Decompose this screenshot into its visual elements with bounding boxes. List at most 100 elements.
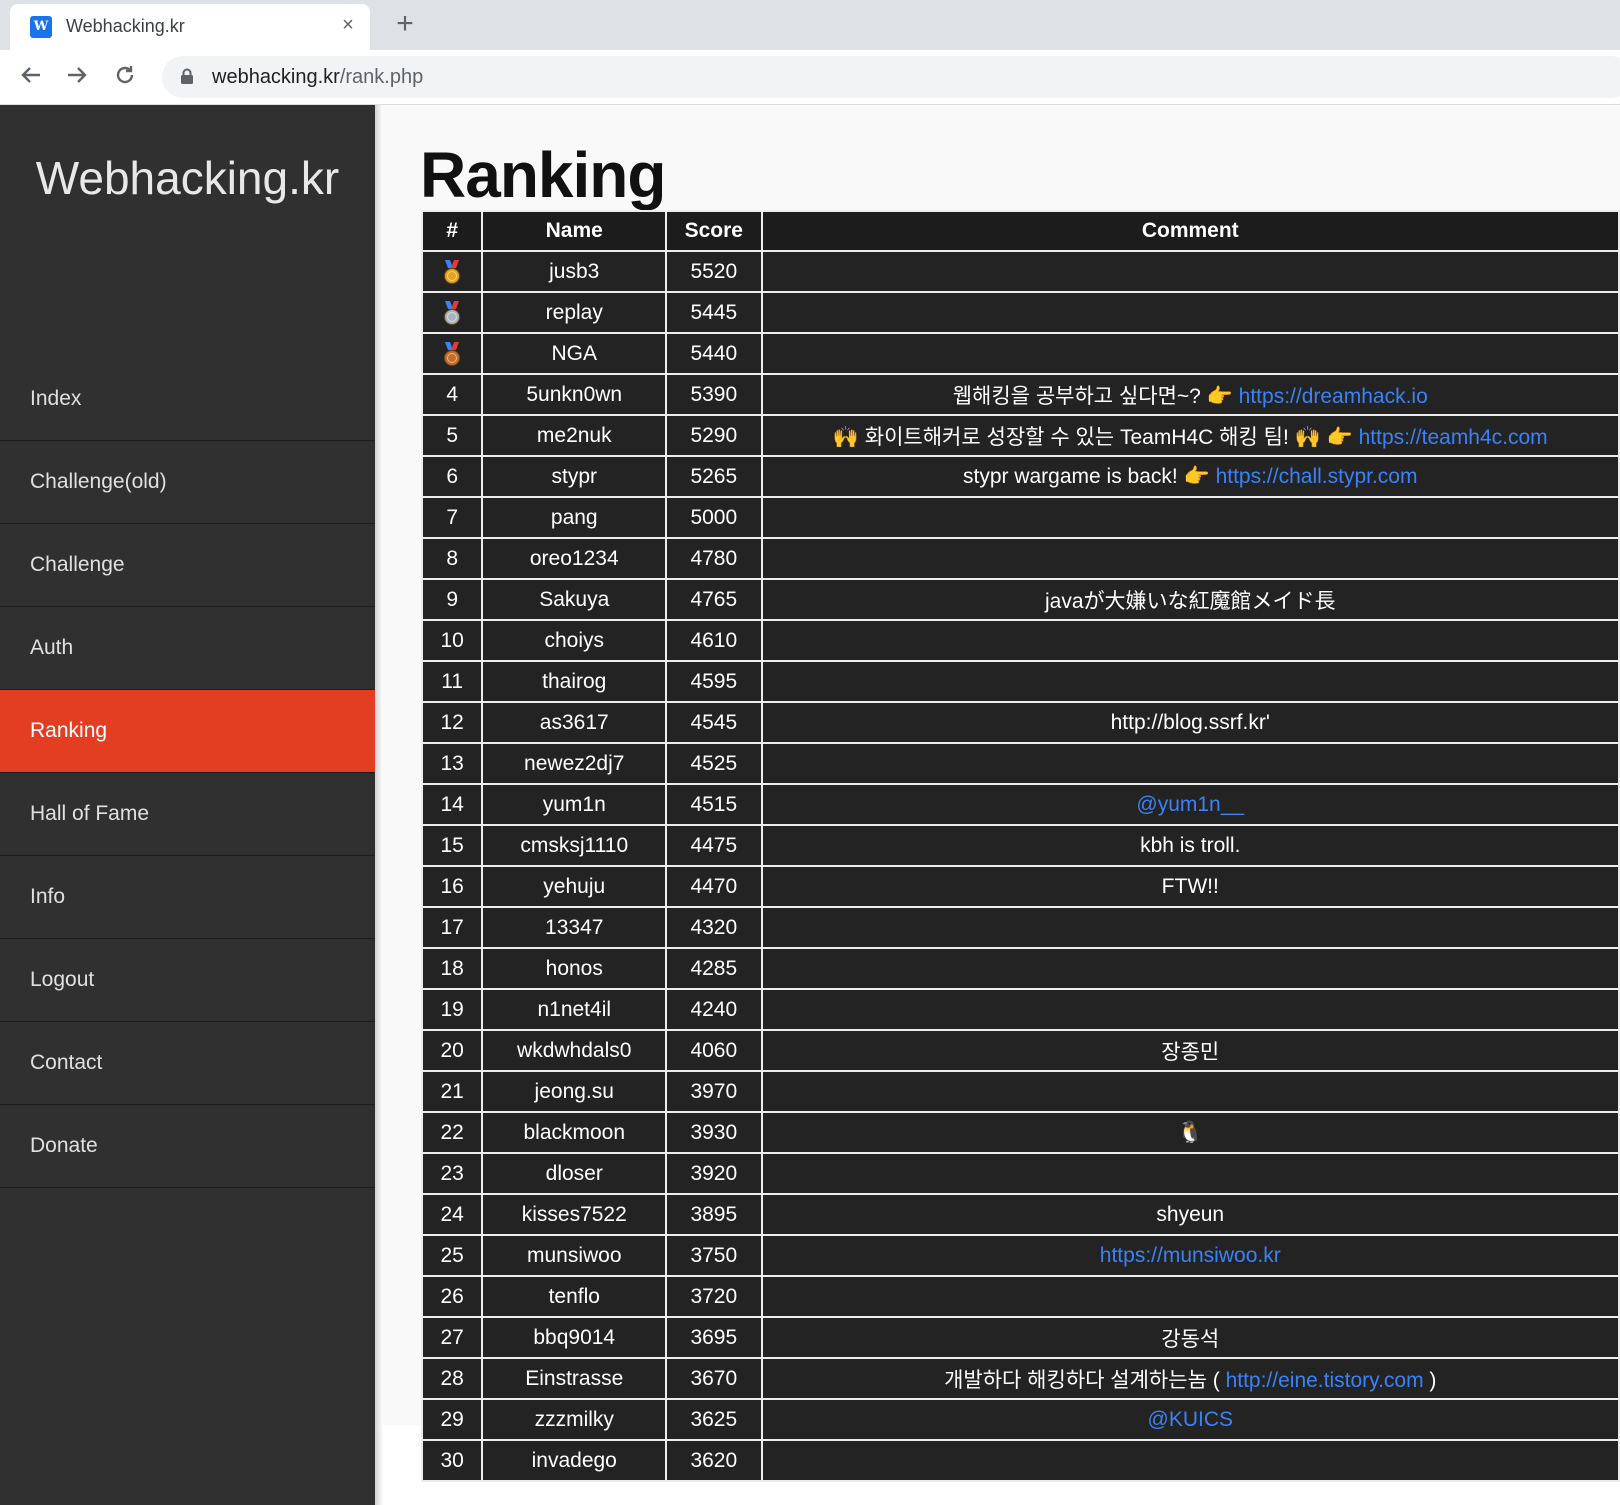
- score-cell: 4515: [665, 783, 763, 826]
- comment-text: FTW!!: [1161, 874, 1219, 898]
- rank-cell: [420, 291, 484, 334]
- comment-link[interactable]: https://dreamhack.io: [1238, 384, 1428, 408]
- name-cell: munsiwoo: [481, 1234, 668, 1277]
- comment-cell: [760, 496, 1620, 539]
- sidebar-item-index[interactable]: Index: [0, 358, 375, 441]
- reload-icon[interactable]: [108, 60, 142, 94]
- comment-link[interactable]: @yum1n__: [1136, 792, 1245, 816]
- browser-tab[interactable]: W Webhacking.kr ×: [10, 4, 370, 50]
- comment-cell: shyeun: [760, 1193, 1620, 1236]
- table-header-row: # Name Score Comment: [420, 210, 1620, 252]
- comment-cell: [760, 947, 1620, 990]
- comment-cell: [760, 1070, 1620, 1113]
- comment-cell: [760, 537, 1620, 580]
- name-cell: blackmoon: [481, 1111, 668, 1154]
- comment-cell: [760, 250, 1620, 293]
- rank-cell: 19: [420, 988, 484, 1031]
- comment-cell: 🐧: [760, 1111, 1620, 1154]
- sidebar-item-hall-of-fame[interactable]: Hall of Fame: [0, 773, 375, 856]
- name-cell: NGA: [481, 332, 668, 375]
- sidebar-item-contact[interactable]: Contact: [0, 1022, 375, 1105]
- comment-cell: [760, 1439, 1620, 1482]
- rank-cell: 20: [420, 1029, 484, 1072]
- name-cell: invadego: [481, 1439, 668, 1482]
- rank-cell: 26: [420, 1275, 484, 1318]
- score-cell: 5520: [665, 250, 763, 293]
- sidebar-item-info[interactable]: Info: [0, 856, 375, 939]
- score-cell: 4545: [665, 701, 763, 744]
- rank-cell: 14: [420, 783, 484, 826]
- score-cell: 4060: [665, 1029, 763, 1072]
- comment-text: 장종민: [1161, 1040, 1220, 1064]
- close-tab-icon[interactable]: ×: [342, 14, 354, 36]
- score-cell: 5390: [665, 373, 763, 416]
- score-cell: 3930: [665, 1111, 763, 1154]
- comment-cell: [760, 291, 1620, 334]
- sidebar-item-challenge-old[interactable]: Challenge(old): [0, 441, 375, 524]
- rank-cell: 12: [420, 701, 484, 744]
- rank-cell: [420, 332, 484, 375]
- score-cell: 4610: [665, 619, 763, 662]
- score-cell: 3895: [665, 1193, 763, 1236]
- score-cell: 5445: [665, 291, 763, 334]
- header-name: Name: [481, 210, 668, 252]
- comment-link[interactable]: https://chall.stypr.com: [1215, 464, 1418, 488]
- score-cell: 4780: [665, 537, 763, 580]
- name-cell: as3617: [481, 701, 668, 744]
- comment-link[interactable]: @KUICS: [1147, 1407, 1234, 1431]
- comment-text: javaが大嫌いな紅魔館メイド長: [1044, 589, 1336, 613]
- new-tab-button[interactable]: +: [396, 7, 414, 40]
- comment-link[interactable]: https://munsiwoo.kr: [1099, 1243, 1281, 1267]
- comment-text: 강동석: [1161, 1327, 1220, 1351]
- comment-cell: http://blog.ssrf.kr': [760, 701, 1620, 744]
- comment-cell: 장종민: [760, 1029, 1620, 1072]
- sidebar-item-donate[interactable]: Donate: [0, 1105, 375, 1188]
- score-cell: 4240: [665, 988, 763, 1031]
- comment-text: kbh is troll.: [1140, 833, 1241, 857]
- name-cell: replay: [481, 291, 668, 334]
- sidebar-item-ranking[interactable]: Ranking: [0, 690, 375, 773]
- back-arrow-icon[interactable]: [14, 60, 48, 94]
- name-cell: wkdwhdals0: [481, 1029, 668, 1072]
- sidebar-item-auth[interactable]: Auth: [0, 607, 375, 690]
- comment-text: ): [1423, 1368, 1437, 1392]
- lock-icon: [181, 68, 193, 84]
- name-cell: jeong.su: [481, 1070, 668, 1113]
- sidebar-item-challenge[interactable]: Challenge: [0, 524, 375, 607]
- sidebar-item-logout[interactable]: Logout: [0, 939, 375, 1022]
- rank-cell: 18: [420, 947, 484, 990]
- name-cell: bbq9014: [481, 1316, 668, 1359]
- address-bar[interactable]: webhacking.kr/rank.php: [162, 56, 1620, 98]
- rank-cell: 23: [420, 1152, 484, 1195]
- gold-medal-icon: [444, 259, 461, 284]
- rank-cell: 5: [420, 414, 484, 457]
- rank-cell: 17: [420, 906, 484, 949]
- rank-cell: 8: [420, 537, 484, 580]
- rank-cell: 25: [420, 1234, 484, 1277]
- comment-cell: stypr wargame is back! 👉 https://chall.s…: [760, 455, 1620, 498]
- score-cell: 3695: [665, 1316, 763, 1359]
- site-logo[interactable]: Webhacking.kr: [35, 152, 340, 204]
- comment-text: http://blog.ssrf.kr': [1110, 710, 1270, 734]
- comment-link[interactable]: https://teamh4c.com: [1358, 425, 1548, 449]
- comment-cell: 🙌 화이트해커로 성장할 수 있는 TeamH4C 해킹 팀! 🙌 👉 http…: [760, 414, 1620, 457]
- name-cell: zzzmilky: [481, 1398, 668, 1441]
- comment-link[interactable]: http://eine.tistory.com: [1225, 1368, 1424, 1392]
- forward-arrow-icon[interactable]: [60, 60, 94, 94]
- rank-cell: 9: [420, 578, 484, 621]
- name-cell: tenflo: [481, 1275, 668, 1318]
- comment-text: 🙌 화이트해커로 성장할 수 있는 TeamH4C 해킹 팀! 🙌 👉: [832, 425, 1359, 449]
